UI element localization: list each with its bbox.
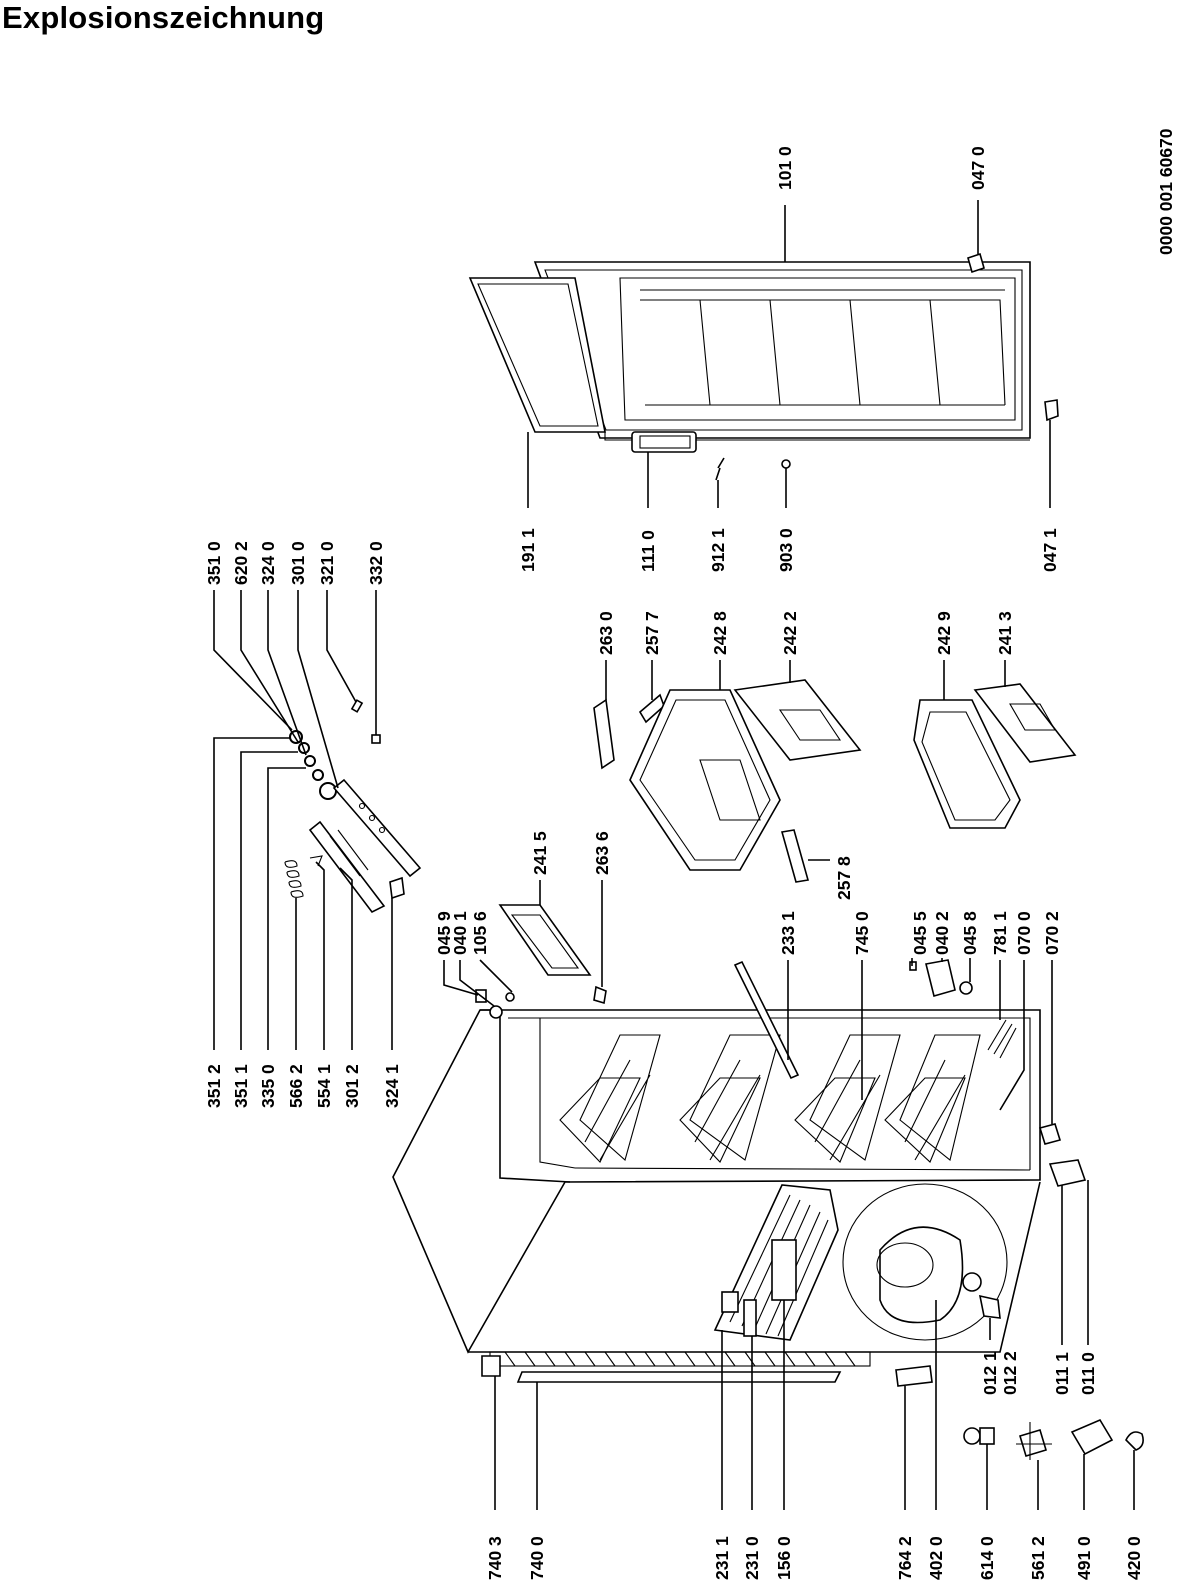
label-332-0: 332 0 bbox=[366, 541, 386, 585]
label-740-3: 740 3 bbox=[485, 1536, 505, 1580]
label-011-1: 011 1 bbox=[1052, 1352, 1072, 1395]
label-263-6: 263 6 bbox=[592, 831, 612, 875]
label-111-0: 111 0 bbox=[638, 530, 658, 572]
lower-hinge bbox=[909, 958, 1062, 1145]
label-351-2: 351 2 bbox=[204, 1064, 224, 1108]
label-070-2: 070 2 bbox=[1042, 911, 1062, 955]
compressor bbox=[842, 1159, 1089, 1510]
label-242-2: 242 2 bbox=[780, 611, 800, 655]
label-047-1: 047 1 bbox=[1040, 528, 1060, 572]
label-070-0: 070 0 bbox=[1014, 911, 1034, 955]
label-047-0: 047 0 bbox=[968, 146, 988, 190]
label-231-1: 231 1 bbox=[712, 1536, 732, 1580]
drawing-title: Explosionszeichnung bbox=[2, 0, 325, 35]
label-012-1: 012 1 bbox=[980, 1351, 1000, 1395]
label-554-1: 554 1 bbox=[314, 1064, 334, 1108]
label-040-1: 040 1 bbox=[450, 911, 470, 955]
label-301-0: 301 0 bbox=[288, 541, 308, 585]
label-912-1: 912 1 bbox=[708, 528, 728, 572]
label-045-8: 045 8 bbox=[960, 911, 980, 955]
label-566-2: 566 2 bbox=[286, 1064, 306, 1108]
door-gasket bbox=[468, 277, 606, 508]
label-045-9: 045 9 bbox=[434, 911, 454, 955]
drawer-front-2415 bbox=[498, 880, 607, 1005]
label-231-0: 231 0 bbox=[742, 1536, 762, 1580]
control-panel-assembly bbox=[213, 590, 422, 1050]
condenser-coil bbox=[713, 1184, 839, 1510]
label-903-0: 903 0 bbox=[776, 528, 796, 572]
label-263-0: 263 0 bbox=[596, 611, 616, 655]
label-257-7: 257 7 bbox=[642, 611, 662, 655]
drawer-set-lower bbox=[913, 660, 1077, 829]
door-hinge-caps bbox=[967, 200, 1059, 508]
label-105-6: 105 6 bbox=[470, 911, 490, 955]
label-781-1: 781 1 bbox=[990, 911, 1010, 955]
upper-hinge bbox=[443, 959, 515, 1019]
door-panel bbox=[533, 205, 1031, 441]
label-491-0: 491 0 bbox=[1074, 1536, 1094, 1580]
label-740-0: 740 0 bbox=[527, 1536, 547, 1580]
label-402-0: 402 0 bbox=[926, 1536, 946, 1580]
shelf-rail bbox=[733, 960, 863, 1100]
label-324-0: 324 0 bbox=[258, 541, 278, 585]
cabinet-body bbox=[392, 1009, 1041, 1510]
label-101-0: 101 0 bbox=[775, 146, 795, 190]
door-handle bbox=[631, 431, 697, 508]
label-191-1: 191 1 bbox=[518, 528, 538, 572]
document-code: 0000 001 60670 bbox=[1156, 128, 1176, 255]
label-040-2: 040 2 bbox=[932, 911, 952, 955]
label-241-3: 241 3 bbox=[995, 611, 1015, 655]
label-233-1: 233 1 bbox=[778, 911, 798, 955]
label-620-2: 620 2 bbox=[231, 541, 251, 585]
label-614-0: 614 0 bbox=[977, 1536, 997, 1580]
label-241-5: 241 5 bbox=[530, 831, 550, 875]
label-257-8: 257 8 bbox=[834, 856, 854, 900]
label-321-0: 321 0 bbox=[317, 541, 337, 585]
label-335-0: 335 0 bbox=[258, 1064, 278, 1108]
label-351-1: 351 1 bbox=[231, 1064, 251, 1108]
small-parts-row bbox=[963, 1418, 1144, 1510]
label-420-0: 420 0 bbox=[1124, 1536, 1144, 1580]
label-242-8: 242 8 bbox=[710, 611, 730, 655]
label-242-9: 242 9 bbox=[934, 611, 954, 655]
label-156-0: 156 0 bbox=[774, 1536, 794, 1580]
drawer-set-upper bbox=[593, 660, 862, 883]
label-045-5: 045 5 bbox=[910, 911, 930, 955]
label-011-0: 011 0 bbox=[1078, 1352, 1098, 1395]
label-324-1: 324 1 bbox=[382, 1064, 402, 1108]
label-745-0: 745 0 bbox=[852, 911, 872, 955]
label-764-2: 764 2 bbox=[895, 1536, 915, 1580]
door-screws bbox=[715, 457, 791, 508]
label-012-2: 012 2 bbox=[1000, 1351, 1020, 1395]
label-301-2: 301 2 bbox=[342, 1064, 362, 1108]
label-561-2: 561 2 bbox=[1028, 1536, 1048, 1580]
label-351-0: 351 0 bbox=[204, 541, 224, 585]
part-labels: 351 0 620 2 324 0 301 0 321 0 332 0 351 … bbox=[204, 128, 1176, 1580]
